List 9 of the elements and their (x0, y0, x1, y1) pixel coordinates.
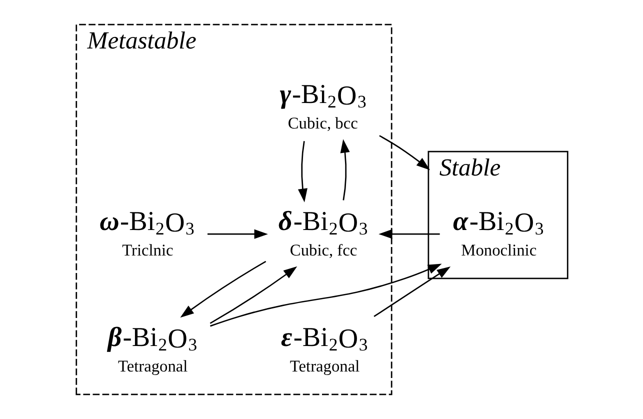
arrow (209, 266, 297, 324)
arrow (207, 229, 268, 239)
arrow (373, 266, 450, 318)
arrow (210, 264, 442, 327)
arrow (378, 229, 440, 239)
arrow (180, 260, 266, 318)
arrow (378, 135, 430, 170)
arrow (297, 141, 307, 202)
arrow (340, 139, 350, 200)
